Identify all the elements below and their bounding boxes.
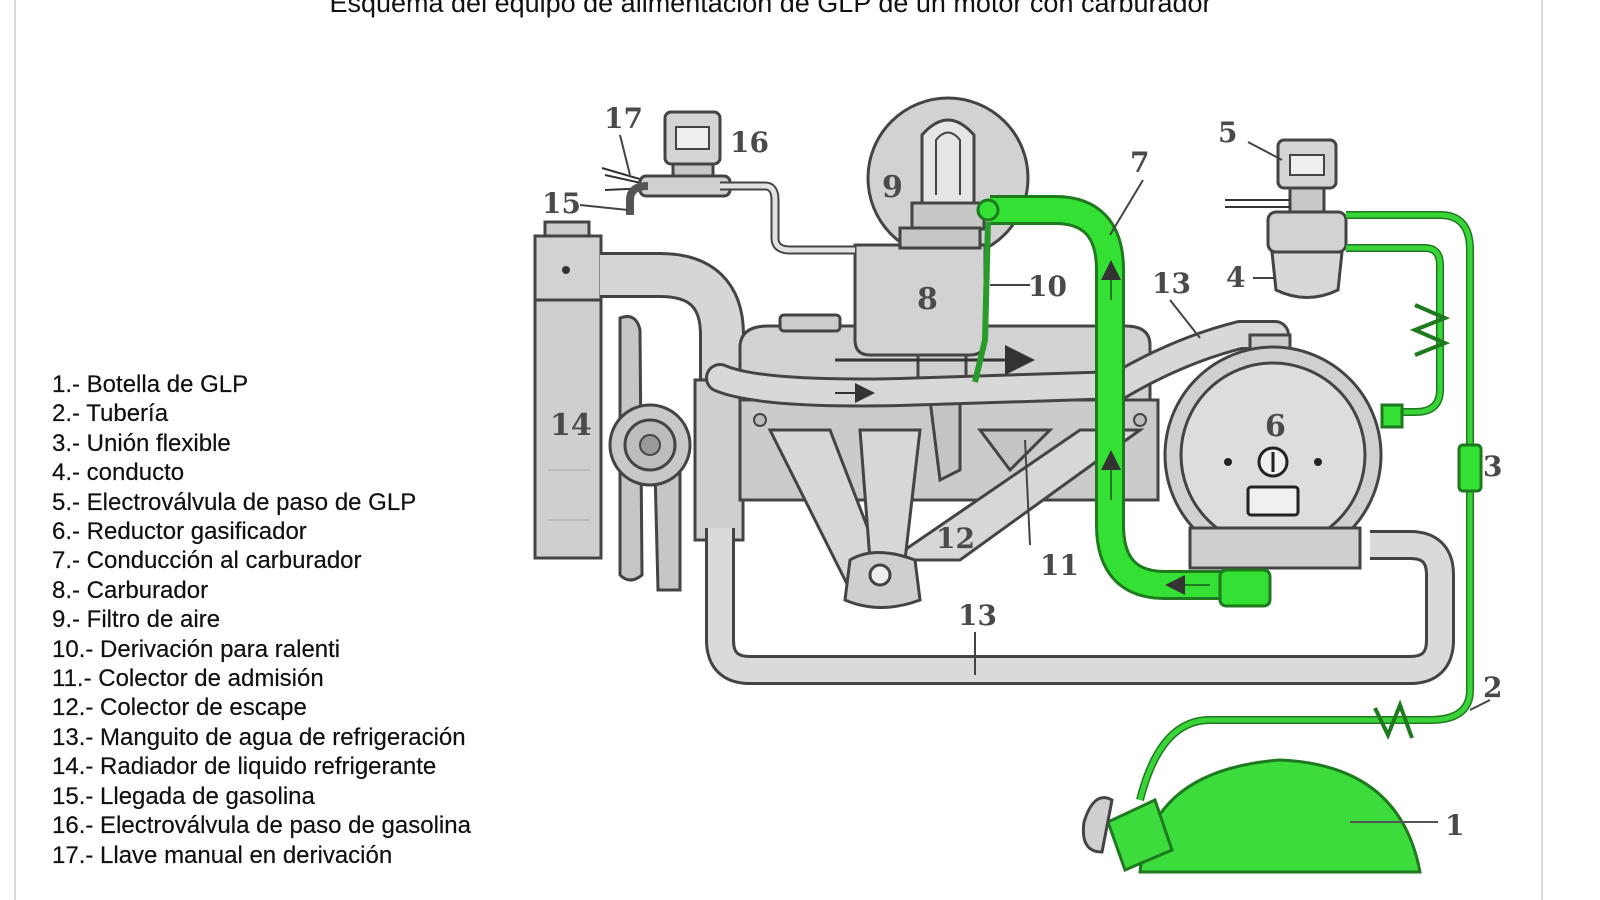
diagram-title: Esquema del equipo de alimentación de GL…: [329, 0, 1212, 18]
petrol-line: [626, 182, 649, 215]
legend-item: 1.- Botella de GLP: [52, 371, 249, 398]
conduit-filter: [1266, 210, 1348, 299]
callout-11: 11: [1040, 549, 1079, 582]
carburettor: [835, 226, 1035, 385]
callout-2: 2: [1483, 671, 1502, 704]
legend-item: 15.- Llegada de gasolina: [52, 782, 315, 810]
callout-3: 3: [1483, 450, 1502, 483]
legend-item: 3.- Unión flexible: [52, 429, 231, 457]
idle-bypass-line: [972, 221, 991, 383]
legend-item: 7.- Conducción al carburador: [52, 547, 362, 575]
radiator: [533, 220, 603, 560]
callout-10: 10: [1028, 270, 1067, 303]
petrol-line-to-carburettor: [720, 181, 855, 255]
legend-item: 5.- Electroválvula de paso de GLP: [52, 488, 417, 516]
callout-4: 4: [1226, 261, 1245, 294]
callout-9: 9: [882, 170, 903, 205]
frame-right-border: [1541, 0, 1543, 900]
exhaust-manifold: [767, 428, 1145, 609]
callout-16: 16: [730, 126, 769, 159]
callout-1: 1: [1445, 809, 1464, 842]
legend-item: 14.- Radiador de liquido refrigerante: [52, 753, 437, 781]
lpg-tank: [1081, 758, 1438, 874]
callout-8: 8: [917, 282, 938, 317]
callout-15: 15: [542, 187, 581, 220]
callout-12: 12: [936, 522, 975, 555]
legend-item: 12.- Colector de escape: [52, 694, 307, 722]
legend-item: 8.- Carburador: [52, 576, 209, 604]
legend-item: 17.- Llave manual en derivación: [52, 841, 393, 869]
callout-13-upper: 13: [1152, 267, 1191, 300]
callout-5: 5: [1218, 116, 1237, 149]
legend-item: 2.- Tubería: [52, 400, 169, 428]
cooling-fan: [608, 315, 692, 592]
legend-item: 10.- Derivación para ralenti: [52, 635, 341, 663]
legend-item: 13.- Manguito de agua de refrigeración: [52, 723, 466, 751]
callout-7: 7: [1130, 146, 1149, 179]
legend-item: 16.- Electroválvula de paso de gasolina: [52, 812, 471, 840]
flexible-union: [1457, 443, 1483, 493]
legend-item: 9.- Filtro de aire: [52, 606, 221, 634]
reducer-vaporizer: [1163, 333, 1383, 570]
legend-item: 6.- Reductor gasificador: [52, 518, 307, 546]
legend-item: 11.- Colector de admisión: [52, 665, 324, 693]
lpg-pipe-valve-to-reducer: [1346, 244, 1444, 416]
callout-14: 14: [550, 408, 592, 443]
callout-6: 6: [1265, 409, 1286, 444]
leader-lines: [579, 134, 1491, 711]
lpg-solenoid-valve: [1225, 138, 1338, 214]
callout-13-lower: 13: [958, 599, 997, 632]
legend-item: 4.- conducto: [52, 459, 185, 487]
legend-list: 1.- Botella de GLP 2.- Tubería 3.- Unión…: [52, 370, 471, 870]
callout-17: 17: [604, 102, 643, 135]
frame-left-border: [14, 0, 16, 900]
